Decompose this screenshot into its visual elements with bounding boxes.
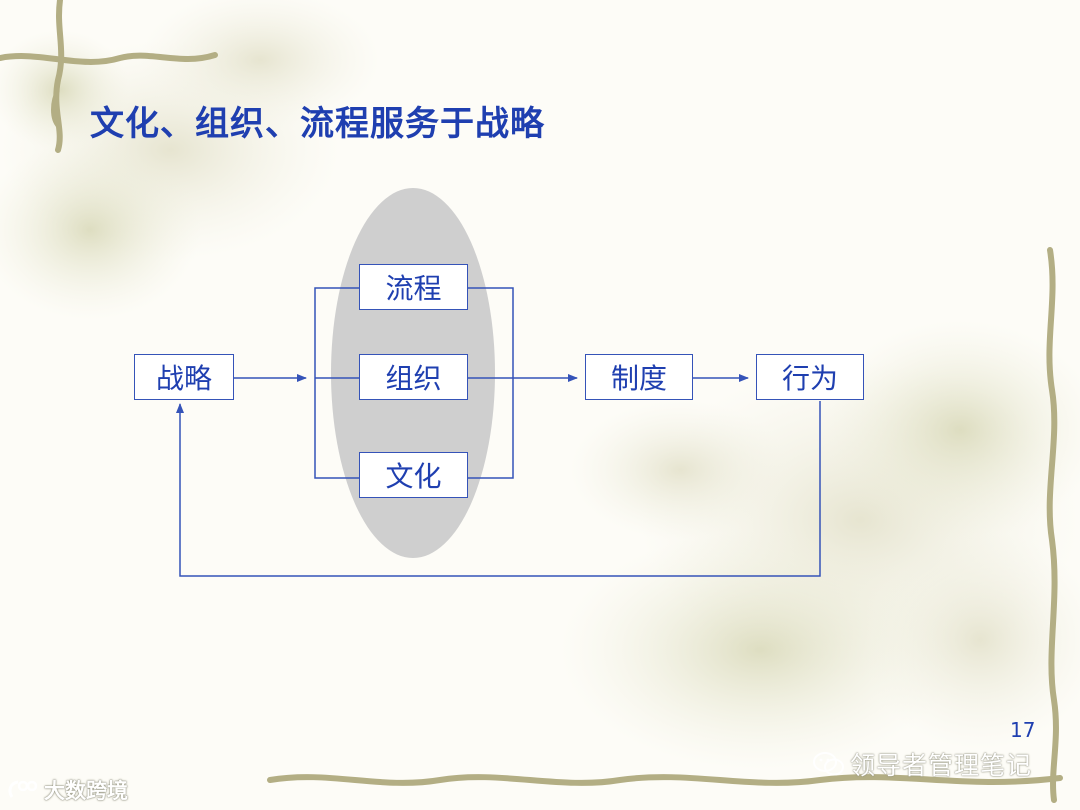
feedback-arrow: [180, 401, 820, 576]
watermark-left-text: 大数跨境: [44, 775, 128, 805]
watermark-left: 大数跨境: [6, 775, 128, 805]
node-culture: 文化: [359, 452, 468, 498]
node-behavior: 行为: [756, 354, 864, 400]
page-number: 17: [1010, 718, 1035, 742]
brand-logo-icon: [6, 777, 40, 803]
watermark-right: 领导者管理笔记: [812, 746, 1032, 782]
node-organization: 组织: [359, 354, 468, 400]
node-strategy: 战略: [134, 354, 234, 400]
node-system: 制度: [585, 354, 693, 400]
watermark-right-text: 领导者管理笔记: [850, 746, 1032, 782]
wechat-icon: [812, 751, 846, 777]
node-process: 流程: [359, 264, 468, 310]
